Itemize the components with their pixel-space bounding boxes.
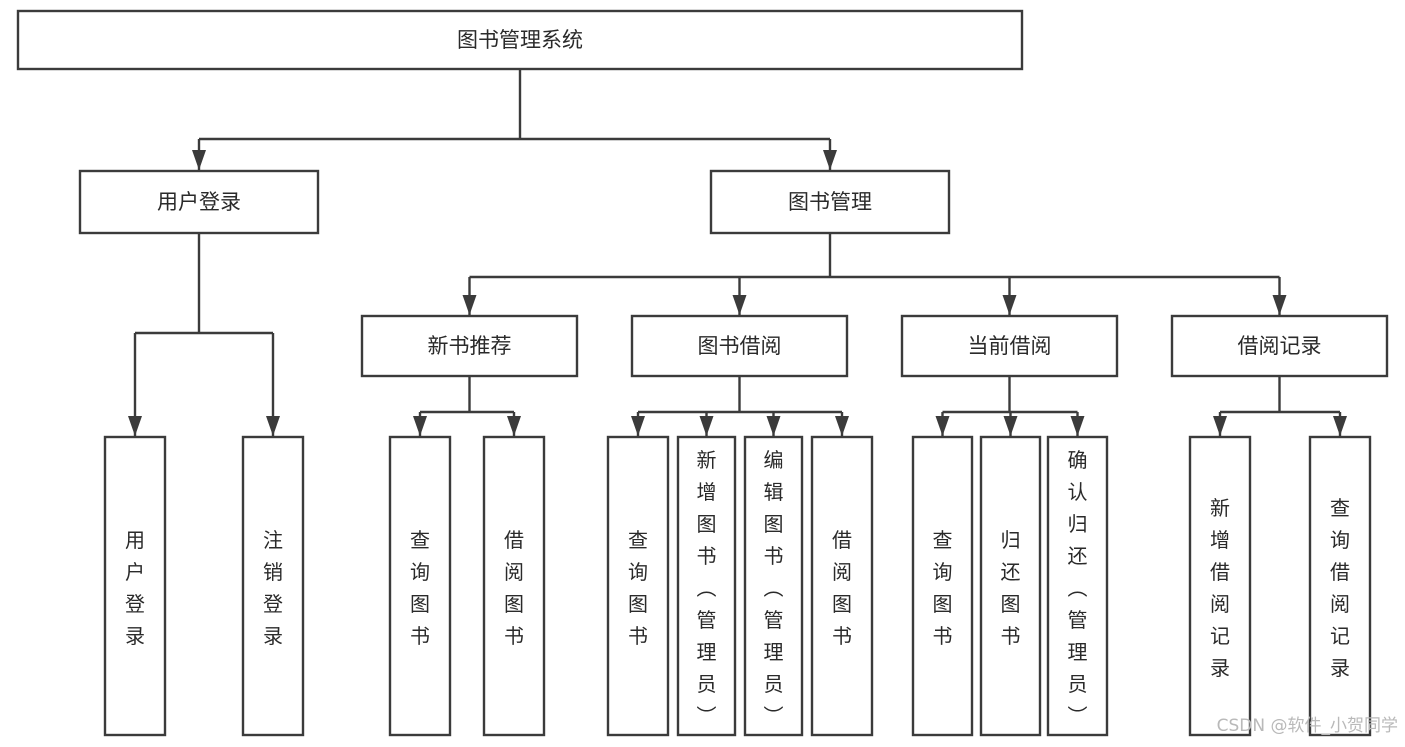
node-label-leaf-query-book-1: 查询图书 [410, 528, 430, 648]
arrow-head-icon-leaf-logout [266, 416, 280, 436]
node-label-leaf-add-record: 新增借阅记录 [1210, 496, 1230, 680]
arrow-head-icon-leaf-user-login [128, 416, 142, 436]
node-leaf-add-record[interactable]: 新增借阅记录 [1188, 435, 1252, 737]
node-box-leaf-query-book-3 [911, 435, 974, 737]
nodes-layer: 图书管理系统用户登录图书管理新书推荐图书借阅当前借阅借阅记录用户登录注销登录查询… [16, 9, 1389, 737]
node-box-book-borrow [630, 314, 849, 378]
arrow-head-icon-leaf-add-record [1213, 416, 1227, 436]
node-book-manage[interactable]: 图书管理 [709, 169, 951, 235]
node-label-book-borrow: 图书借阅 [698, 334, 782, 358]
node-label-current-borrow: 当前借阅 [968, 334, 1052, 358]
node-box-new-book-recommend [360, 314, 579, 378]
arrow-head-icon-leaf-borrow-book-2 [835, 416, 849, 436]
arrow-head-icon-current-borrow [1002, 295, 1017, 315]
node-box-leaf-add-book [676, 435, 737, 737]
node-box-leaf-add-record [1188, 435, 1252, 737]
node-box-book-manage [709, 169, 951, 235]
node-leaf-logout[interactable]: 注销登录 [241, 435, 305, 737]
node-label-user-login: 用户登录 [157, 190, 241, 214]
arrow-head-icon-new-book-recommend [462, 295, 477, 315]
arrow-head-icon-book-borrow [732, 295, 747, 315]
arrow-head-icon-leaf-confirm-return [1070, 416, 1085, 436]
node-label-leaf-query-book-2: 查询图书 [628, 528, 648, 648]
arrow-head-icon-leaf-query-book-1 [413, 416, 427, 436]
node-label-leaf-logout: 注销登录 [263, 528, 283, 648]
node-leaf-user-login[interactable]: 用户登录 [103, 435, 167, 737]
arrow-head-icon-book-manage [823, 150, 837, 170]
node-box-user-login [78, 169, 320, 235]
arrow-head-icon-borrow-record [1272, 295, 1287, 315]
node-book-borrow[interactable]: 图书借阅 [630, 314, 849, 378]
node-label-leaf-confirm-return: 确认归还︵管理员︶ [1068, 448, 1088, 728]
node-box-leaf-query-book-2 [606, 435, 670, 737]
node-label-new-book-recommend: 新书推荐 [428, 334, 512, 358]
arrow-head-icon-user-login [192, 150, 206, 170]
arrow-head-icon-leaf-edit-book [766, 416, 781, 436]
node-box-leaf-logout [241, 435, 305, 737]
node-leaf-add-book[interactable]: 新增图书︵管理员︶ [676, 435, 737, 737]
node-label-leaf-user-login: 用户登录 [125, 528, 145, 648]
node-leaf-edit-book[interactable]: 编辑图书︵管理员︶ [743, 435, 804, 737]
node-box-leaf-borrow-book-1 [482, 435, 546, 737]
node-box-root [16, 9, 1024, 71]
node-label-leaf-return-book: 归还图书 [1001, 528, 1021, 648]
node-current-borrow[interactable]: 当前借阅 [900, 314, 1119, 378]
node-box-leaf-return-book [979, 435, 1042, 737]
node-label-root: 图书管理系统 [457, 28, 583, 52]
node-new-book-recommend[interactable]: 新书推荐 [360, 314, 579, 378]
node-leaf-return-book[interactable]: 归还图书 [979, 435, 1042, 737]
node-label-leaf-borrow-book-1: 借阅图书 [504, 528, 524, 648]
node-leaf-confirm-return[interactable]: 确认归还︵管理员︶ [1046, 435, 1109, 737]
arrow-head-icon-leaf-add-book [699, 416, 714, 436]
arrow-head-icon-leaf-query-book-3 [935, 416, 950, 436]
node-box-borrow-record [1170, 314, 1389, 378]
node-leaf-query-book-2[interactable]: 查询图书 [606, 435, 670, 737]
csdn-watermark: CSDN @软件_小贺同学 [1217, 716, 1398, 736]
node-box-leaf-query-record [1308, 435, 1372, 737]
arrow-head-icon-leaf-borrow-book-1 [507, 416, 521, 436]
node-user-login[interactable]: 用户登录 [78, 169, 320, 235]
node-box-leaf-query-book-1 [388, 435, 452, 737]
node-label-leaf-query-book-3: 查询图书 [933, 528, 953, 648]
node-leaf-query-book-1[interactable]: 查询图书 [388, 435, 452, 737]
node-box-leaf-confirm-return [1046, 435, 1109, 737]
connectors-layer [128, 69, 1347, 436]
node-leaf-query-record[interactable]: 查询借阅记录 [1308, 435, 1372, 737]
node-root[interactable]: 图书管理系统 [16, 9, 1024, 71]
node-leaf-borrow-book-2[interactable]: 借阅图书 [810, 435, 874, 737]
node-label-leaf-add-book: 新增图书︵管理员︶ [697, 448, 717, 728]
node-box-leaf-user-login [103, 435, 167, 737]
node-box-leaf-edit-book [743, 435, 804, 737]
arrow-head-icon-leaf-return-book [1003, 416, 1018, 436]
node-label-leaf-edit-book: 编辑图书︵管理员︶ [764, 448, 784, 728]
node-label-leaf-query-record: 查询借阅记录 [1330, 496, 1350, 680]
node-label-book-manage: 图书管理 [788, 190, 872, 214]
node-box-leaf-borrow-book-2 [810, 435, 874, 737]
node-leaf-query-book-3[interactable]: 查询图书 [911, 435, 974, 737]
node-box-current-borrow [900, 314, 1119, 378]
node-label-leaf-borrow-book-2: 借阅图书 [832, 528, 852, 648]
node-label-borrow-record: 借阅记录 [1238, 334, 1322, 358]
arrow-head-icon-leaf-query-record [1333, 416, 1347, 436]
node-leaf-borrow-book-1[interactable]: 借阅图书 [482, 435, 546, 737]
arrow-head-icon-leaf-query-book-2 [631, 416, 645, 436]
node-borrow-record[interactable]: 借阅记录 [1170, 314, 1389, 378]
